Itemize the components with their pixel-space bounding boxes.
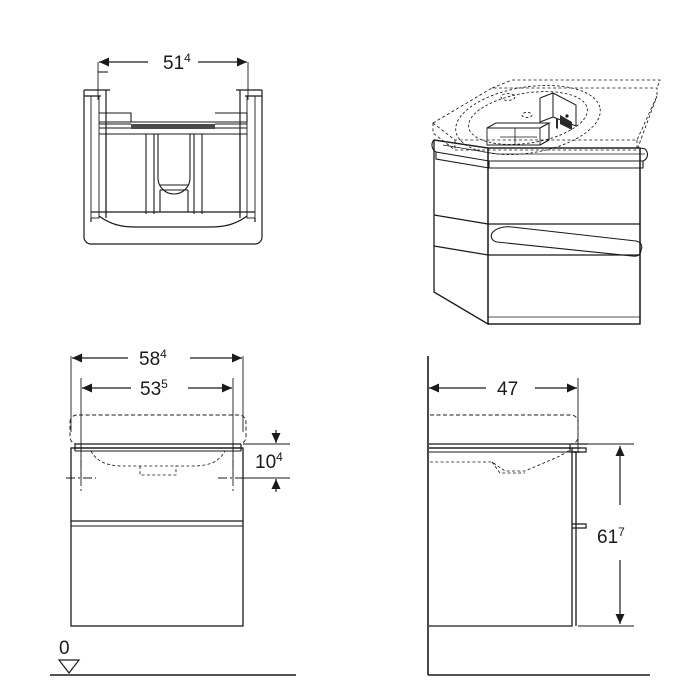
dimension-top-drawer-height: 104	[243, 430, 290, 492]
view-isometric-3d	[431, 79, 661, 326]
front-basin-outline	[69, 414, 247, 445]
rear-top-rails	[99, 112, 248, 135]
dimension-total-height: 617	[578, 443, 634, 627]
dim-label-top-drawer-height: 104	[255, 450, 283, 473]
iso-handle-upper	[490, 226, 643, 257]
iso-drawer-lower	[433, 245, 640, 256]
dimension-side-depth: 47	[429, 378, 579, 452]
side-basin-outline	[430, 414, 579, 445]
front-basin-underside	[90, 450, 226, 476]
rear-base-plinth	[83, 211, 263, 245]
iso-drawer-upper	[433, 214, 640, 225]
rear-interior-panels	[105, 134, 241, 214]
dim-label-rear-width: 514	[163, 51, 191, 74]
view-front-elevation: 584 535	[50, 347, 296, 676]
dim-label-total-height: 617	[597, 525, 625, 548]
datum-label: 0	[59, 638, 70, 659]
side-cabinet-body	[429, 447, 577, 627]
iso-top-edge-rail	[431, 139, 648, 169]
iso-bottom-edge	[433, 291, 640, 325]
view-side-elevation: 47 617	[427, 356, 650, 676]
dim-label-front-inner-width: 535	[140, 377, 168, 400]
iso-basin-bowl	[455, 85, 601, 155]
rear-cabinet-body	[83, 89, 263, 219]
iso-top-tray	[486, 122, 552, 146]
front-centermarks	[66, 443, 248, 492]
front-cabinet-body	[70, 447, 244, 627]
front-datum-marker: 0	[50, 638, 296, 676]
dim-label-front-outer-width: 584	[139, 347, 167, 370]
iso-mount-bracket	[539, 92, 577, 130]
dim-label-side-depth: 47	[497, 379, 518, 400]
side-basin-underside	[430, 449, 571, 474]
dimension-rear-width: 514	[97, 51, 249, 100]
rear-siphon-cutout	[157, 134, 191, 212]
side-handles	[572, 447, 587, 529]
view-rear-interior: 514	[83, 51, 263, 245]
